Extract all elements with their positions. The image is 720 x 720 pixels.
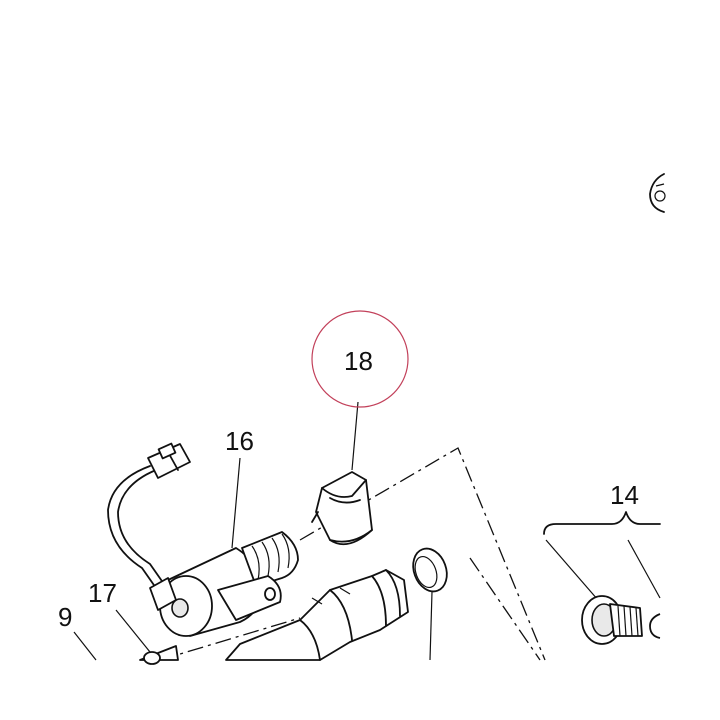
part-14-bolt <box>581 595 661 645</box>
part-16-wire <box>107 442 191 589</box>
leader-14a <box>545 539 599 601</box>
part-16-solenoid <box>149 531 299 637</box>
leader-14b <box>627 539 661 599</box>
part-18-clip <box>311 471 373 546</box>
callout-18: 18 <box>344 346 373 376</box>
main-shaft <box>225 569 409 661</box>
callout-16: 16 <box>225 426 254 456</box>
part-17-screw <box>139 645 179 665</box>
o-ring <box>412 547 448 593</box>
leader-9 <box>73 631 97 661</box>
leader-18 <box>351 401 359 471</box>
highlight-circle-18 <box>311 310 409 408</box>
partial-part-right-edge <box>649 173 666 213</box>
callout-17: 17 <box>88 578 117 608</box>
leader-17 <box>115 609 151 653</box>
leader-oring <box>429 591 433 661</box>
callout-9: 9 <box>58 602 72 632</box>
leader-16 <box>231 457 241 549</box>
callout-14: 14 <box>610 480 639 510</box>
leader-lines <box>73 401 661 661</box>
bracket-14 <box>543 511 661 535</box>
